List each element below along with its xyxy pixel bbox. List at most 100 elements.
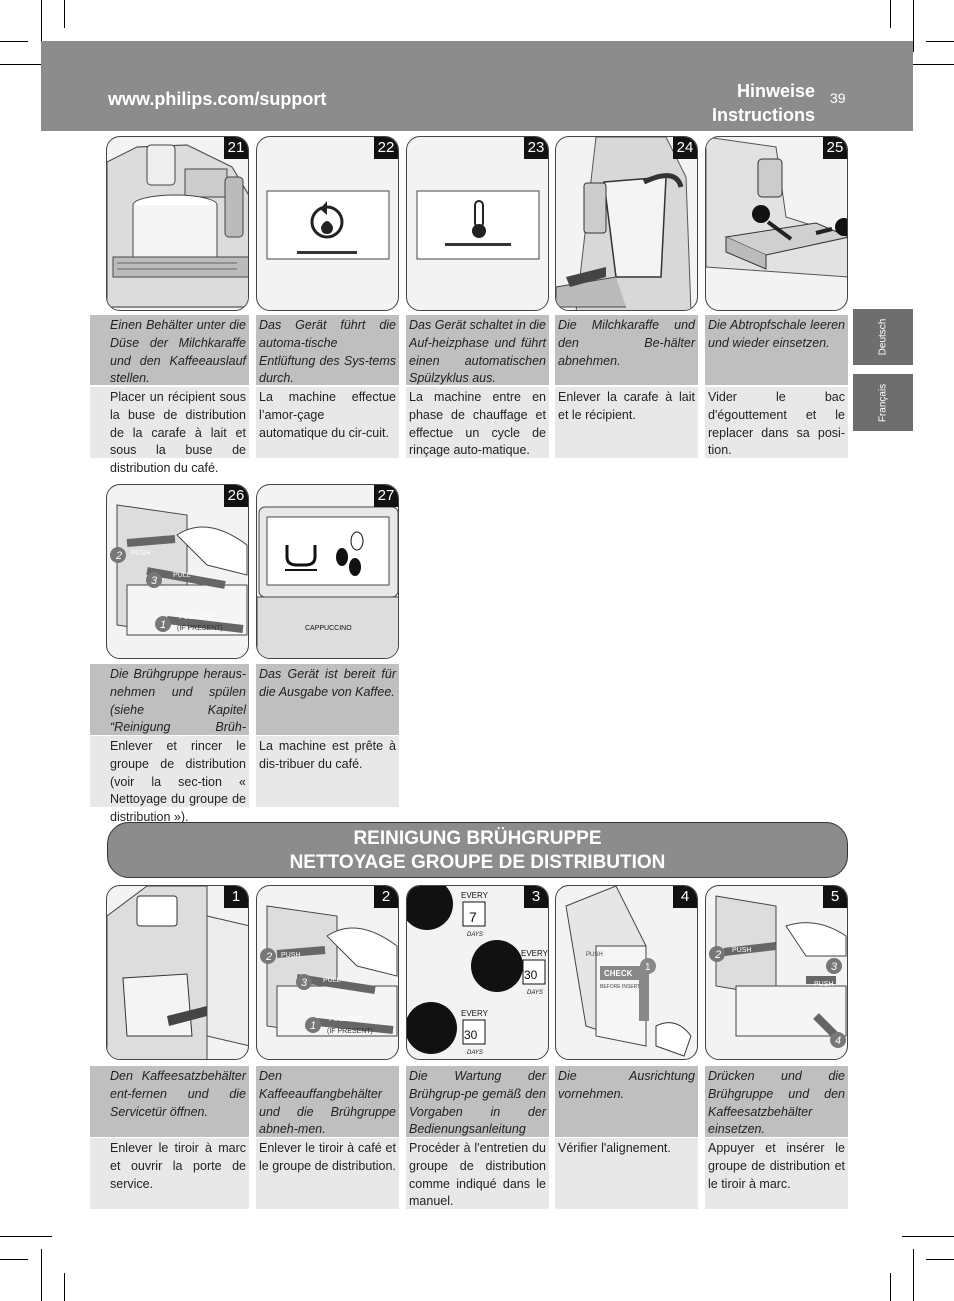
maintenance-schedule-illustration: EVERY 7 DAYS EVERY 30 DAYS EVERY 30 DAYS <box>407 886 549 1056</box>
days-count-30: 30 <box>464 1028 478 1042</box>
callout-number: 2 <box>714 949 721 961</box>
step-number: 26 <box>224 485 248 507</box>
section-title-fr: NETTOYAGE GROUPE DE DISTRIBUTION <box>289 852 666 873</box>
push-label: PUSH <box>131 550 150 557</box>
callout-number: 1 <box>645 962 651 973</box>
callout-number: 4 <box>835 1035 841 1047</box>
step-number: 22 <box>374 137 398 159</box>
pull-label: PULL <box>173 572 191 579</box>
instruction-text-de: Das Gerät führt die automa-tische Entlüf… <box>256 315 399 385</box>
days-label: DAYS <box>527 990 543 996</box>
instruction-text-fr: Enlever la carafe à lait et le récipient… <box>555 387 698 458</box>
machine-milk-carafe-illustration <box>107 144 248 308</box>
step-illustration: CHECK BEFORE INSERTING PUSH 1 4 <box>555 885 698 1060</box>
step-illustration: 2 3 4 PUSH PUSH 5 <box>705 885 848 1060</box>
callout-number: 3 <box>831 961 838 973</box>
crop-mark <box>0 41 28 42</box>
crop-mark <box>0 64 52 65</box>
display-ready-illustration: CAPPUCCINO <box>257 506 398 658</box>
step-illustration: 22 <box>256 136 399 311</box>
crop-mark <box>41 0 42 52</box>
step-illustration: EVERY 7 DAYS EVERY 30 DAYS EVERY 30 DAYS… <box>406 885 549 1060</box>
every-label: EVERY <box>461 891 489 900</box>
check-alignment-illustration: CHECK BEFORE INSERTING PUSH 1 <box>565 886 692 1057</box>
instruction-text-de: Drücken und die Brühgruppe und den Kaffe… <box>705 1066 848 1137</box>
page-number: 39 <box>830 90 846 106</box>
step-number: 1 <box>224 886 248 908</box>
push-label: PUSH <box>281 952 300 959</box>
step-illustration: CAPPUCCINO 27 <box>256 484 399 659</box>
display-purge-illustration <box>266 190 390 260</box>
step-illustration: 24 <box>555 136 698 311</box>
callout-number: 3 <box>151 575 158 587</box>
section-banner: REINIGUNG BRÜHGRUPPE NETTOYAGE GROUPE DE… <box>107 822 848 878</box>
instruction-text-de: Die Milchkaraffe und den Be-hälter abneh… <box>555 315 698 385</box>
days-count-30: 30 <box>524 968 538 982</box>
crop-mark <box>926 41 954 42</box>
callout-number: 2 <box>115 550 122 562</box>
page-title: Hinweise Instructions <box>712 79 815 127</box>
step-number: 23 <box>524 137 548 159</box>
instruction-text-de: Die Abtropfschale leeren und wieder eins… <box>705 315 848 385</box>
step-number: 5 <box>823 886 847 908</box>
instruction-text-fr: Appuyer et insérer le groupe de distribu… <box>705 1138 848 1209</box>
step-number: 24 <box>673 137 697 159</box>
instruction-text-de: Den Kaffeeauffangbehälter und die Brühgr… <box>256 1066 399 1137</box>
page-title-de: Hinweise <box>736 81 815 101</box>
instruction-text-fr: La machine effectue l’amor-çage automati… <box>256 387 399 458</box>
crop-mark <box>913 1249 914 1301</box>
page-header: www.philips.com/support Hinweise Instruc… <box>41 41 913 131</box>
instruction-text-fr: Enlever le tiroir à café et le groupe de… <box>256 1138 399 1209</box>
instruction-text-fr: Placer un récipient sous la buse de dist… <box>90 387 249 475</box>
step-number: 25 <box>823 137 847 159</box>
instruction-text-fr: Enlever le tiroir à marc et ouvrir la po… <box>90 1138 249 1209</box>
step-number: 21 <box>224 137 248 159</box>
crop-mark <box>0 1236 52 1237</box>
step-illustration: 25 <box>705 136 848 311</box>
callout-number: 3 <box>301 977 308 989</box>
crop-mark <box>890 0 891 28</box>
support-url[interactable]: www.philips.com/support <box>108 89 327 109</box>
section-title-de: REINIGUNG BRÜHGRUPPE <box>353 828 602 849</box>
remove-brew-group-illustration: 2 3 1 PUSH PULL PULL OUT (IF PRESENT) <box>110 504 248 636</box>
crop-mark <box>64 1273 65 1301</box>
check-label: CHECK <box>604 969 633 978</box>
pull-out-label: PULL OUT <box>179 614 214 621</box>
crop-mark <box>913 0 914 52</box>
before-inserting-label: BEFORE INSERTING <box>600 984 649 990</box>
pull-out-label: PULL OUT <box>329 1016 364 1023</box>
push-label: PUSH <box>814 981 833 988</box>
step-number: 27 <box>374 485 398 507</box>
days-label: DAYS <box>467 1050 483 1056</box>
instruction-text-fr: Vider le bac d'égouttement et le replace… <box>705 387 848 458</box>
instruction-text-fr: Procéder à l'entretien du groupe de dist… <box>406 1138 549 1209</box>
step-illustration: 21 <box>106 136 249 311</box>
drip-tray-illustration <box>706 137 847 278</box>
instruction-text-fr: La machine entre en phase de chauffage e… <box>406 387 549 458</box>
crop-mark <box>41 1249 42 1301</box>
crop-mark <box>902 64 954 65</box>
callout-number: 1 <box>160 619 166 631</box>
crop-mark <box>890 1273 891 1301</box>
instruction-text-fr: Vérifier l'alignement. <box>555 1138 698 1209</box>
page-title-fr: Instructions <box>711 105 815 125</box>
callout-number: 2 <box>265 951 272 963</box>
pull-label: PULL <box>323 977 341 984</box>
instruction-text-de: Den Kaffeesatzbehälter ent-fernen und di… <box>90 1066 249 1137</box>
callout-number: 1 <box>310 1020 316 1032</box>
push-label: PUSH <box>732 947 751 954</box>
days-count-7: 7 <box>469 909 477 925</box>
side-tab-francais: Français <box>853 374 913 431</box>
instruction-text-de: Das Gerät ist bereit für die Ausgabe von… <box>256 664 399 735</box>
push-label: PUSH <box>586 952 603 958</box>
step-number: 3 <box>524 886 548 908</box>
side-tab-deutsch: Deutsch <box>853 309 913 365</box>
step-illustration: 2 3 1 PUSH PULL PULL OUT (IF PRESENT) 26 <box>106 484 249 659</box>
instruction-text-de: Die Wartung der Brühgrup-pe gemäß den Vo… <box>406 1066 549 1154</box>
crop-mark <box>926 1259 954 1260</box>
remove-brew-group-illustration: 2 3 1 PUSH PULL PULL OUT (IF PRESENT) <box>260 905 398 1037</box>
instruction-text-de: Die Brühgruppe heraus-nehmen und spülen … <box>90 664 249 752</box>
every-label: EVERY <box>521 949 549 958</box>
open-service-door-illustration <box>107 886 248 1059</box>
remove-carafe-illustration <box>556 137 692 310</box>
